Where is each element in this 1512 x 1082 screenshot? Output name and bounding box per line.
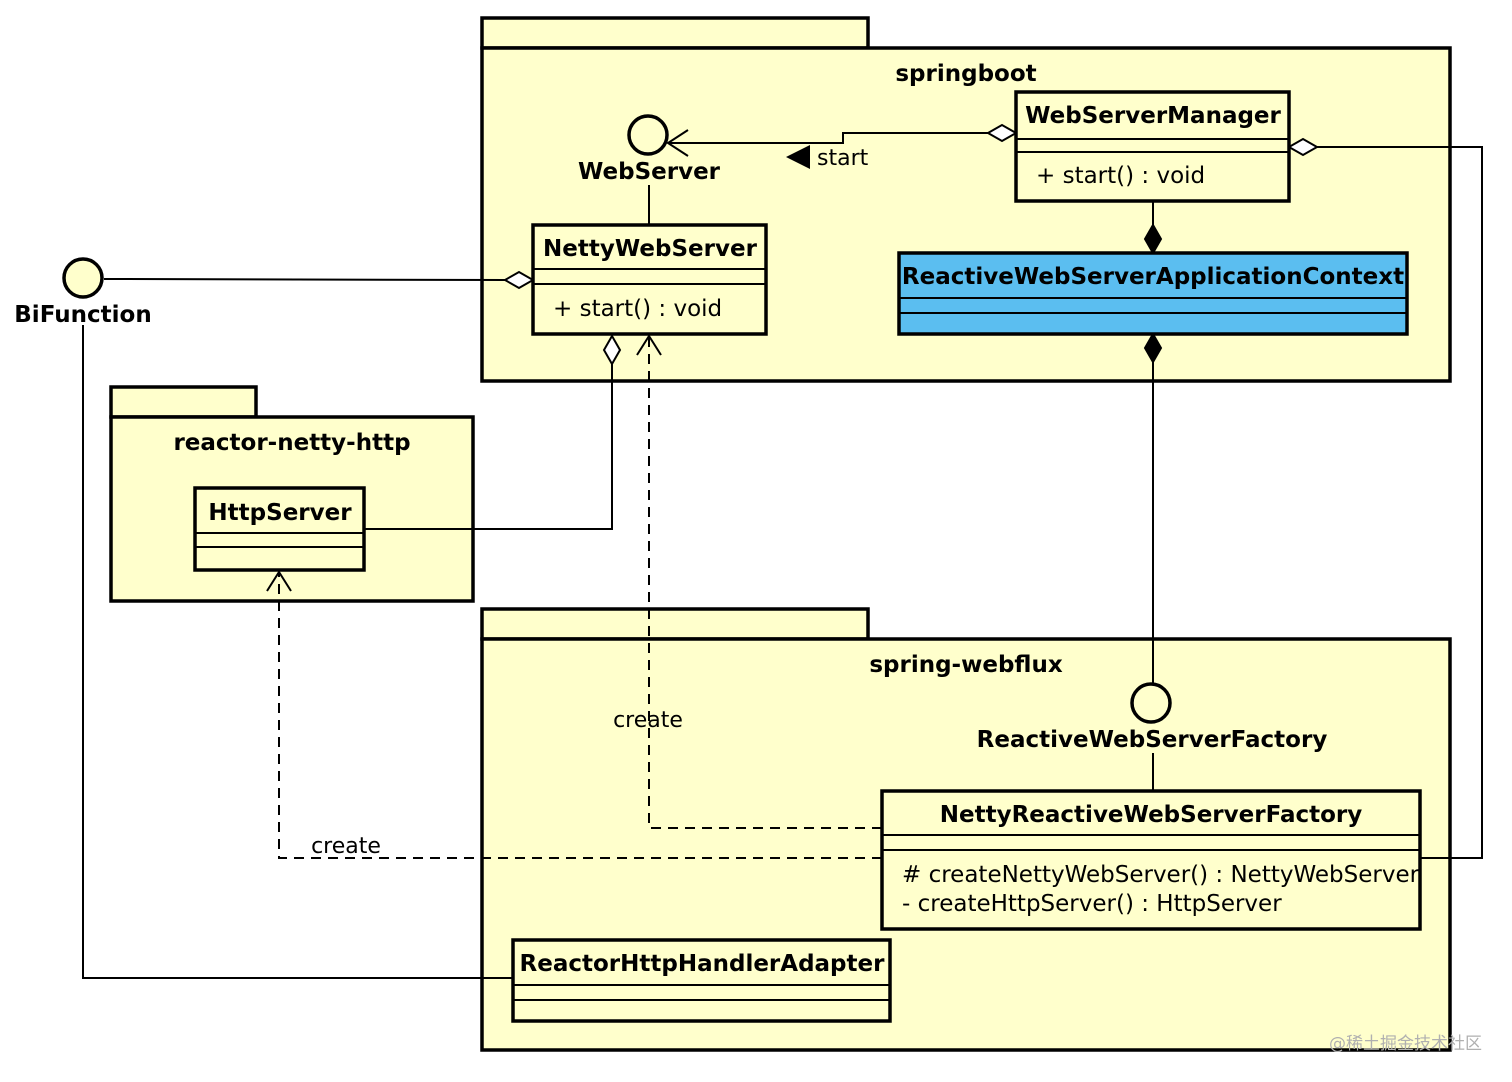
class-reactive-web-server-application-context: ReactiveWebServerApplicationContext xyxy=(897,251,1409,336)
bifunction-adapter-connector xyxy=(82,325,513,979)
create-label: create xyxy=(613,708,683,733)
class-http-server: HttpServer xyxy=(193,486,366,572)
class-reactor-http-handler-adapter: ReactorHttpHandlerAdapter xyxy=(511,938,892,1023)
class-operation: # createNettyWebServer() : NettyWebServe… xyxy=(902,862,1420,888)
class-operation: - createHttpServer() : HttpServer xyxy=(902,891,1282,917)
create-label: create xyxy=(311,834,381,859)
watermark: @稀土掘金技术社区 xyxy=(1329,1034,1482,1054)
aggregation-diamond xyxy=(602,333,622,367)
package-title: reactor-netty-http xyxy=(173,430,410,456)
class-name: ReactiveWebServerApplicationContext xyxy=(902,264,1404,290)
httpserver-connector xyxy=(364,364,613,530)
interface-label: WebServer xyxy=(578,159,721,185)
reactive-web-server-factory-interface-icon xyxy=(1130,682,1172,724)
bifunction-interface-icon xyxy=(62,257,104,299)
class-name: NettyReactiveWebServerFactory xyxy=(940,802,1362,828)
interface-label: BiFunction xyxy=(14,302,151,328)
package-title: springboot xyxy=(895,61,1036,87)
class-name: HttpServer xyxy=(208,500,352,526)
create-http-dependency xyxy=(278,572,882,859)
webserver-interface-icon xyxy=(627,114,669,156)
open-arrowhead xyxy=(266,570,292,592)
class-name: ReactorHttpHandlerAdapter xyxy=(520,951,886,977)
composition-diamond xyxy=(1143,331,1163,365)
package-tab xyxy=(480,16,870,50)
class-web-server-manager: WebServerManager + start() : void xyxy=(1014,90,1291,203)
class-netty-web-server: NettyWebServer + start() : void xyxy=(531,223,768,336)
aggregation-diamond xyxy=(1286,137,1320,157)
class-operation: + start() : void xyxy=(1036,163,1205,189)
start-connector xyxy=(668,132,988,144)
open-arrowhead xyxy=(666,129,689,157)
class-box xyxy=(897,251,1409,336)
class-box xyxy=(511,938,892,1023)
open-arrowhead xyxy=(636,334,662,356)
start-direction-icon xyxy=(786,145,810,169)
class-box xyxy=(1014,90,1291,203)
interface-label: ReactiveWebServerFactory xyxy=(977,727,1328,753)
class-box xyxy=(880,789,1422,931)
start-label: start xyxy=(817,146,869,171)
package-title: spring-webflux xyxy=(869,652,1062,678)
create-netty-dependency xyxy=(648,336,882,829)
manager-factory-connector xyxy=(1317,146,1483,859)
class-netty-reactive-web-server-factory: NettyReactiveWebServerFactory # createNe… xyxy=(880,789,1422,931)
package-tab xyxy=(480,607,870,641)
class-name: WebServerManager xyxy=(1025,103,1281,129)
class-operation: + start() : void xyxy=(553,296,722,322)
class-box xyxy=(531,223,768,336)
bifunction-connector xyxy=(103,278,506,281)
package-tab xyxy=(109,385,258,419)
class-name: NettyWebServer xyxy=(543,236,758,262)
class-box xyxy=(193,486,366,572)
